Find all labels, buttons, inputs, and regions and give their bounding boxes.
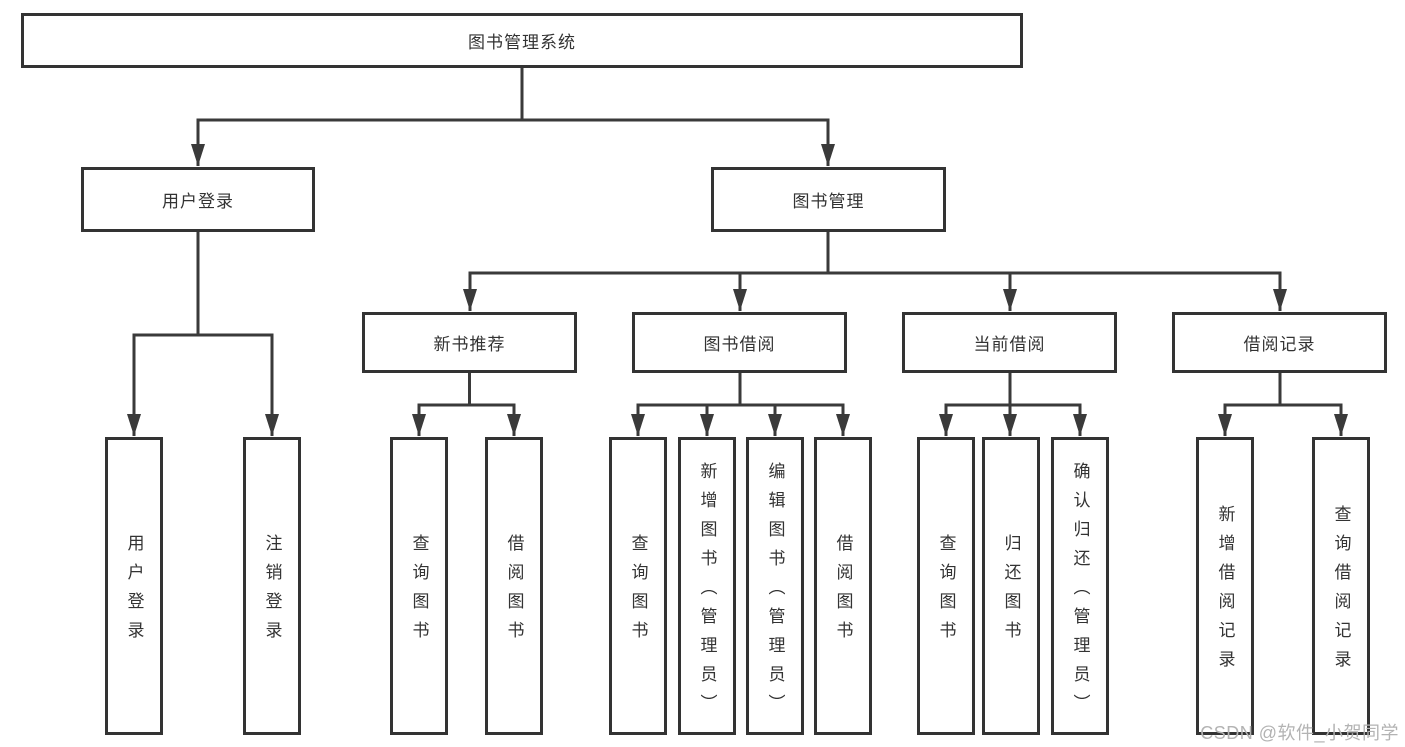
node-label: 图书管理 <box>792 192 865 211</box>
leaf-query-books-borrow: 查询图书 <box>609 437 667 735</box>
leaf-add-borrow-record: 新增借阅记录 <box>1196 437 1254 735</box>
leaf-return-book: 归还图书 <box>982 437 1040 735</box>
leaf-borrow-books-borrow: 借阅图书 <box>814 437 872 735</box>
leaf-user-login: 用户登录 <box>105 437 163 735</box>
leaf-label: 查询借阅记录 <box>1331 505 1351 679</box>
leaf-label: 借阅图书 <box>833 534 853 650</box>
leaf-label: 查询图书 <box>936 534 956 650</box>
leaf-label: 编辑图书（管理员） <box>765 461 785 723</box>
node-label: 图书管理系统 <box>468 33 576 52</box>
leaf-add-book-admin: 新增图书（管理员） <box>678 437 736 735</box>
leaf-label: 归还图书 <box>1001 534 1021 650</box>
node-book-borrow: 图书借阅 <box>632 312 847 373</box>
leaf-label: 查询图书 <box>628 534 648 650</box>
leaf-confirm-return-admin: 确认归还（管理员） <box>1051 437 1109 735</box>
watermark: CSDN @软件_小贺同学 <box>1200 723 1399 743</box>
leaf-label: 新增借阅记录 <box>1215 505 1235 679</box>
leaf-label: 用户登录 <box>124 534 144 650</box>
leaf-label: 借阅图书 <box>504 534 524 650</box>
leaf-query-borrow-record: 查询借阅记录 <box>1312 437 1370 735</box>
node-label: 用户登录 <box>162 192 234 211</box>
node-system-root: 图书管理系统 <box>21 13 1023 68</box>
leaf-edit-book-admin: 编辑图书（管理员） <box>746 437 804 735</box>
node-label: 图书借阅 <box>703 335 776 354</box>
leaf-label: 查询图书 <box>409 534 429 650</box>
node-borrow-records: 借阅记录 <box>1172 312 1387 373</box>
leaf-label: 确认归还（管理员） <box>1070 461 1090 723</box>
node-label: 新书推荐 <box>433 335 506 354</box>
node-user-login: 用户登录 <box>81 167 315 232</box>
node-new-book-recommend: 新书推荐 <box>362 312 577 373</box>
node-label: 当前借阅 <box>973 335 1046 354</box>
node-label: 借阅记录 <box>1243 335 1316 354</box>
node-book-management: 图书管理 <box>711 167 946 232</box>
leaf-query-books-current: 查询图书 <box>917 437 975 735</box>
leaf-logout: 注销登录 <box>243 437 301 735</box>
node-current-borrow: 当前借阅 <box>902 312 1117 373</box>
leaf-query-books-recommend: 查询图书 <box>390 437 448 735</box>
leaf-label: 注销登录 <box>262 534 282 650</box>
leaf-label: 新增图书（管理员） <box>697 461 717 723</box>
leaf-borrow-books-recommend: 借阅图书 <box>485 437 543 735</box>
